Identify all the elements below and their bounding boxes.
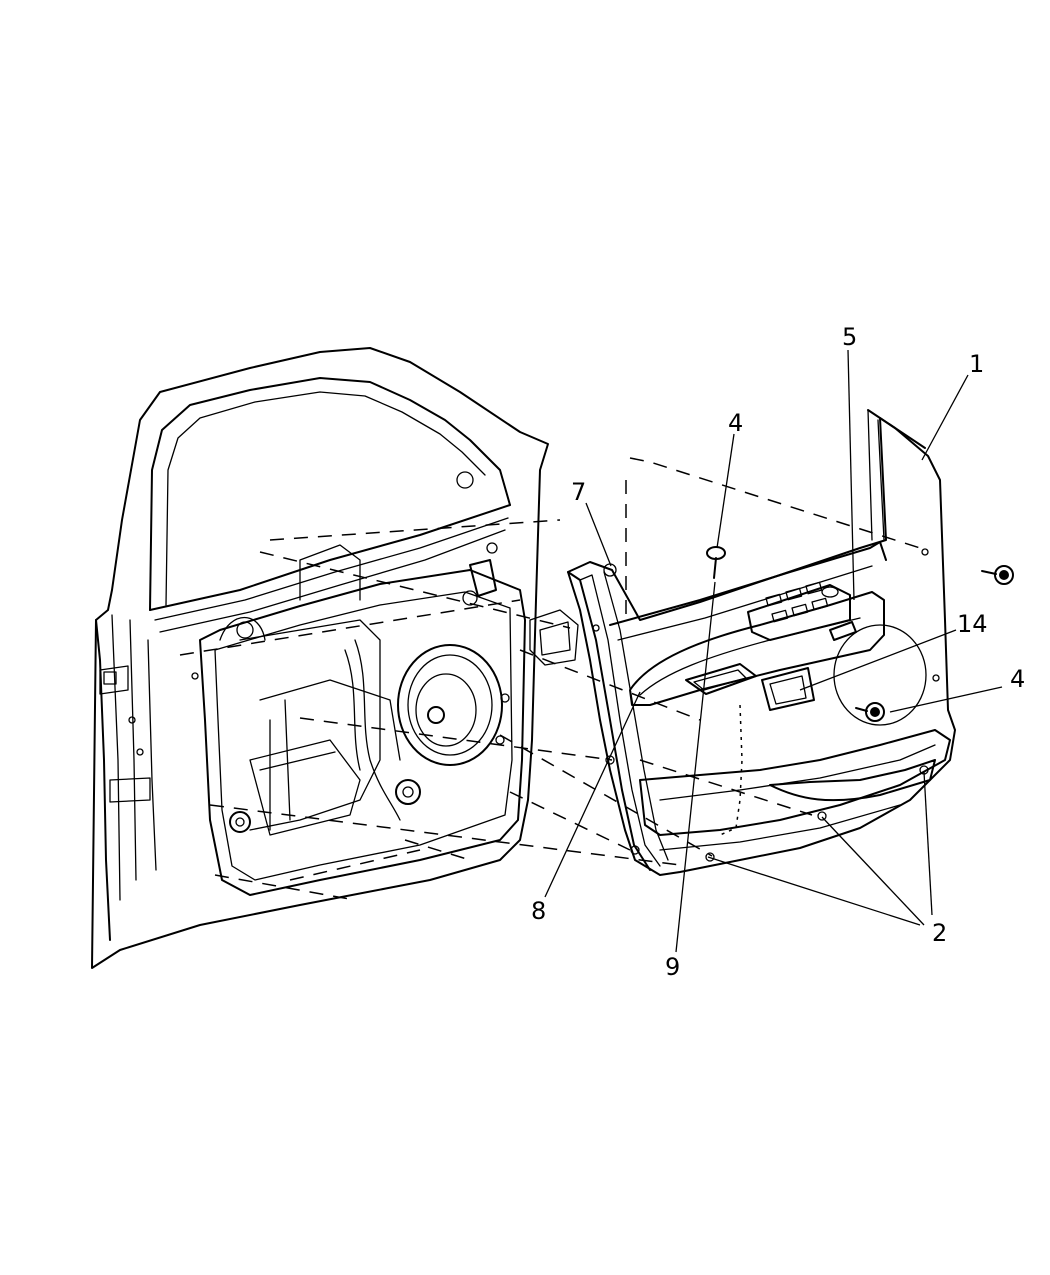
- callout-4-right: 4: [1010, 665, 1025, 693]
- callout-labels: 1 2 4 4 5 7 8 9 14: [531, 323, 1025, 981]
- callout-2: 2: [932, 919, 947, 947]
- door-trim-panel: [567, 409, 956, 876]
- callout-7: 7: [571, 478, 586, 506]
- callout-leaders: [544, 349, 1003, 953]
- alignment-lines: [179, 457, 921, 901]
- callout-8: 8: [531, 897, 546, 925]
- door-shell: [91, 347, 579, 969]
- callout-9: 9: [665, 953, 680, 981]
- fasteners: [706, 546, 1014, 722]
- callout-1: 1: [969, 350, 984, 378]
- push-pin-fastener-top: [706, 546, 726, 579]
- screw-fastener-handle: [855, 702, 885, 722]
- callout-14: 14: [957, 610, 988, 638]
- callout-5: 5: [842, 323, 857, 351]
- screw-fastener-right: [981, 565, 1014, 585]
- callout-4-top: 4: [728, 409, 743, 437]
